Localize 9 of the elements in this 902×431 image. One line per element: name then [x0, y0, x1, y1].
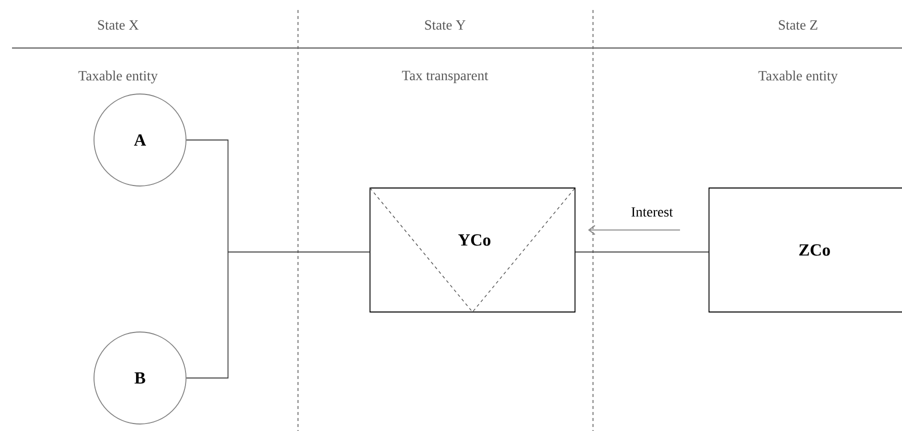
state-heading: State Y [425, 20, 466, 30]
entity-box: ZCo [708, 188, 902, 312]
state-heading: State X [98, 20, 139, 30]
entity-type-label: Tax transparent [402, 70, 488, 84]
payment-label: Interest [632, 207, 673, 217]
entity-type-label: Taxable entity [758, 70, 838, 84]
transparent-entity-box: YCo [370, 188, 576, 313]
connector-line [186, 252, 370, 378]
state-heading: State Z [778, 20, 818, 30]
